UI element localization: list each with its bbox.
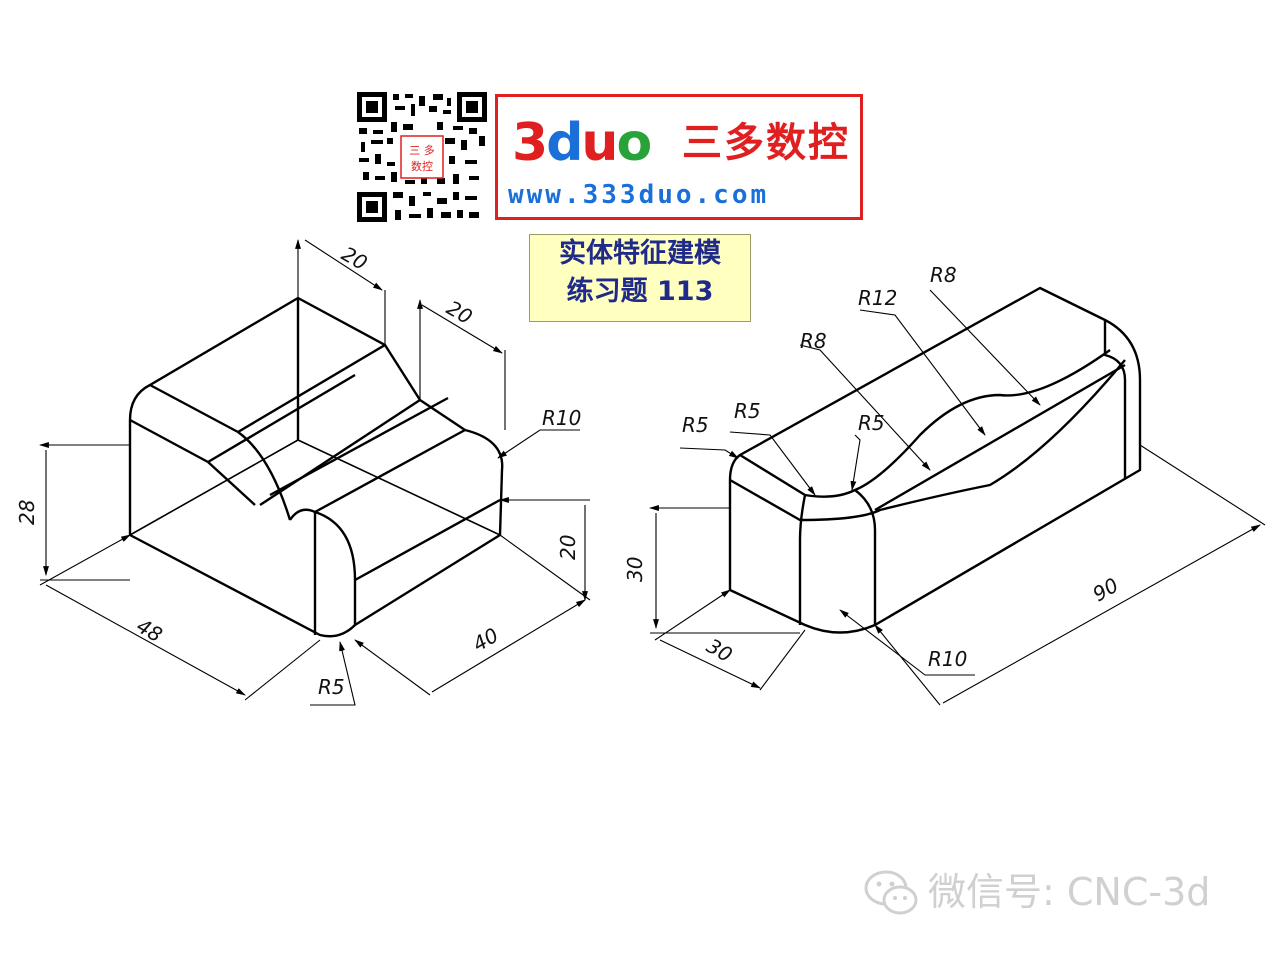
qr-code-icon: 三 多 数控 <box>357 92 487 222</box>
leader-r5-b <box>729 431 816 496</box>
leader-r8-left <box>799 344 931 471</box>
dim-line-length-48 <box>39 535 321 700</box>
left-part-inner-4 <box>269 396 449 497</box>
leader-r12 <box>859 309 986 436</box>
brand-url-link[interactable]: www.333duo.com <box>508 180 770 210</box>
dim-label-width-30: 30 <box>703 634 737 668</box>
leader-r8-top <box>929 289 1041 406</box>
left-part-inner-3 <box>259 398 421 507</box>
leader-r5-a <box>679 447 739 459</box>
right-part-front-lower-edge <box>729 359 1126 522</box>
dim-line-height-28 <box>40 445 130 580</box>
left-part-drawing <box>128 296 504 638</box>
right-part-outline <box>728 286 1142 634</box>
logo-3: 3 <box>512 113 548 173</box>
dim-label-top-b: 20 <box>443 296 477 330</box>
dim-label-height-28: 28 <box>15 500 39 525</box>
dim-label-r10-bottom: R10 <box>928 647 967 671</box>
left-part-right-block <box>354 498 501 582</box>
dim-line-width-40 <box>355 534 590 696</box>
dim-line-height-30 <box>650 508 800 633</box>
logo-d: d <box>546 113 583 173</box>
brand-chinese-name: 三多数控 <box>682 120 850 166</box>
qr-stamp-line-2: 数控 <box>411 159 433 173</box>
brand-banner: 3duo 三多数控 www.333duo.com <box>495 94 863 220</box>
dim-label-r5-a: R5 <box>682 413 709 437</box>
left-part-step-edge <box>237 343 386 434</box>
dim-label-top-a: 20 <box>338 242 372 276</box>
dim-label-height-30: 30 <box>623 557 647 582</box>
exercise-title-line-1: 实体特征建模 <box>559 238 721 269</box>
leader-r5 <box>310 641 356 706</box>
left-part-inner-5 <box>314 428 466 514</box>
right-part-dim-labels: R8 R12 R8 R5 R5 R5 30 30 90 R10 <box>623 263 1123 671</box>
logo-o: o <box>616 113 652 173</box>
dim-label-width-40: 40 <box>469 623 503 657</box>
leader-r10-bottom <box>839 609 975 676</box>
brand-logo: 3duo <box>512 113 652 173</box>
dim-label-length-48: 48 <box>133 614 167 648</box>
leader-r5-c <box>850 434 861 491</box>
dim-label-r10: R10 <box>542 406 581 430</box>
qr-stamp-line-1: 三 多 <box>409 143 435 157</box>
right-part-drawing <box>728 286 1142 634</box>
leader-r10 <box>497 429 580 459</box>
exercise-title-line-2: 练习题 113 <box>566 276 714 307</box>
dim-label-r8-top: R8 <box>930 263 957 287</box>
right-part-front-top-edge <box>739 349 1111 498</box>
dim-line-top-b <box>420 300 505 430</box>
exercise-title-box: 实体特征建模 练习题 113 <box>529 234 751 322</box>
wechat-icon <box>864 870 918 915</box>
right-part-cap-right <box>854 489 877 625</box>
dim-line-height-20 <box>500 500 590 600</box>
wechat-id-text: 微信号: CNC-3d <box>928 870 1211 914</box>
right-part-bottom-edge <box>874 363 1126 512</box>
dim-label-r5: R5 <box>318 675 345 699</box>
dim-label-r5-b: R5 <box>734 399 761 423</box>
logo-u: u <box>581 113 618 173</box>
dim-line-top-a <box>298 240 385 345</box>
dim-label-height-20: 20 <box>556 535 580 560</box>
right-part-cap-left <box>798 494 807 625</box>
right-part-right-cap <box>1103 320 1127 478</box>
dim-label-length-90: 90 <box>1089 573 1123 607</box>
dim-label-r12: R12 <box>858 286 897 310</box>
dim-label-r5-c: R5 <box>858 411 885 435</box>
dim-line-length-90 <box>875 444 1265 706</box>
dim-line-width-30 <box>654 590 806 690</box>
left-part-inner-2 <box>207 373 356 464</box>
left-part-bottom-hidden <box>129 439 501 536</box>
left-part-inner-1 <box>129 418 256 506</box>
right-part-dimensions <box>650 289 1265 706</box>
wechat-watermark: 微信号: CNC-3d <box>862 864 1252 924</box>
left-part-top-front-edge <box>149 383 292 521</box>
brand-row: 3duo 三多数控 <box>506 113 856 173</box>
left-part-fillet <box>289 508 357 625</box>
left-part-dimensions <box>39 240 590 706</box>
dim-label-r8-left: R8 <box>800 329 827 353</box>
